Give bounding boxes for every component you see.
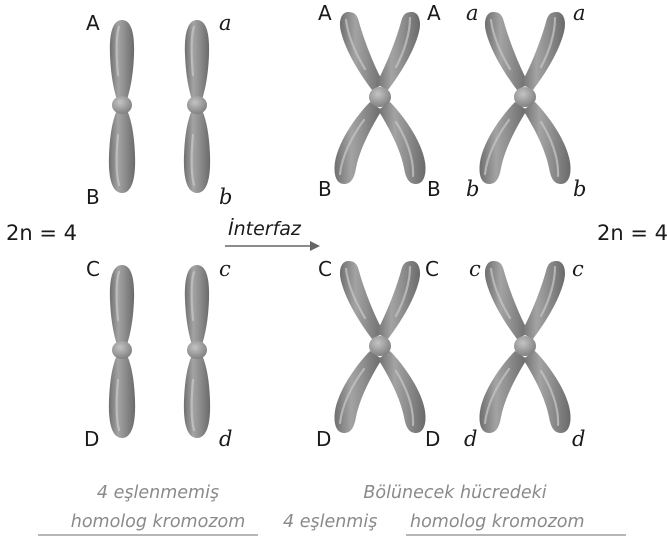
chromosome-c-d: [184, 265, 210, 438]
label-B-left: B: [318, 177, 332, 201]
label-a: a: [219, 11, 232, 35]
label-D: D: [84, 427, 99, 451]
caption-right-line1: Bölünecek hücredeki: [363, 483, 546, 503]
arrow-label: İnterfaz: [228, 217, 302, 240]
label-c-right: c: [572, 257, 584, 281]
label-D-right: D: [425, 427, 440, 451]
chromosome-a-b: [184, 20, 210, 193]
label-A-right: A: [427, 1, 441, 25]
label-D-left: D: [316, 427, 331, 451]
label-C-right: C: [425, 257, 439, 281]
caption-right: Bölünecek hücredeki 4 eşlenmiş homolog k…: [283, 483, 626, 535]
caption-right-line2-underlined: homolog kromozom: [410, 512, 585, 532]
caption-left-line2: homolog kromozom: [71, 512, 246, 532]
caption-right-line2-prefix: 4 eşlenmiş: [283, 512, 377, 532]
chromosome-C-D: [109, 265, 135, 438]
label-C-left: C: [318, 257, 332, 281]
label-C: C: [86, 257, 100, 281]
label-b-left: b: [466, 177, 479, 201]
label-c: c: [219, 257, 231, 281]
homolog-pair-ab: A B a b: [86, 11, 232, 209]
label-d-right: d: [572, 427, 585, 451]
label-b: b: [219, 185, 232, 209]
replicated-chromosome-cd: c d c d: [464, 257, 585, 451]
label-a-left: a: [466, 1, 479, 25]
replicated-chromosome-AB: A B A B: [318, 1, 441, 201]
arrow-head: [310, 241, 320, 251]
label-a-right: a: [573, 1, 586, 25]
ploidy-left: 2n = 4: [6, 221, 77, 245]
label-A-left: A: [318, 1, 332, 25]
caption-left-line1: 4 eşlenmemiş: [97, 483, 219, 503]
replicated-chromosome-ab: a b a b: [466, 1, 586, 201]
ploidy-right: 2n = 4: [597, 221, 667, 245]
homolog-pair-cd: C D c d: [84, 257, 232, 451]
label-B: B: [86, 185, 100, 209]
label-B-right: B: [427, 177, 441, 201]
label-d: d: [219, 427, 232, 451]
label-d-left: d: [464, 427, 477, 451]
replicated-chromosome-CD: C D C D: [316, 257, 440, 451]
label-A: A: [86, 11, 100, 35]
caption-left: 4 eşlenmemiş homolog kromozom: [38, 483, 258, 535]
chromosome-A-B: [109, 20, 135, 193]
label-b-right: b: [573, 177, 586, 201]
label-c-left: c: [469, 257, 481, 281]
interphase-arrow: İnterfaz: [225, 217, 320, 251]
